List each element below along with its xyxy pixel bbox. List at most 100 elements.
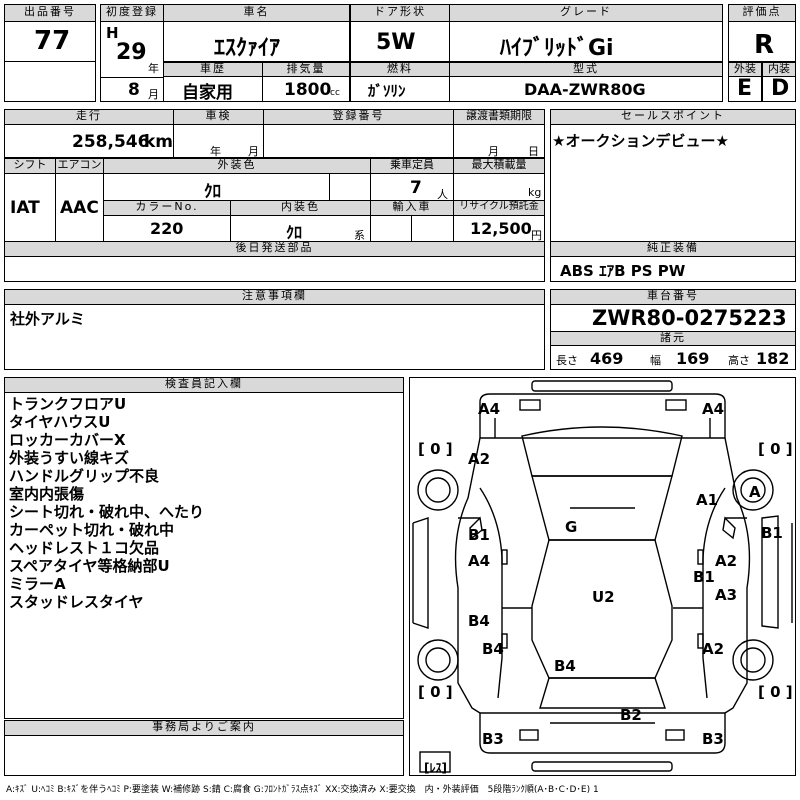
history-label: 車歴 bbox=[163, 62, 263, 77]
door-type: 5W bbox=[376, 30, 416, 55]
sales-point-label: セールスポイント bbox=[550, 109, 796, 125]
inspector-line: ロッカーカバーX bbox=[9, 431, 126, 449]
capacity-label: 乗車定員 bbox=[370, 158, 454, 174]
damage-mark: B3 bbox=[482, 730, 504, 748]
equipment-label: 純正装備 bbox=[550, 241, 796, 257]
car-name-label: 車名 bbox=[163, 4, 350, 22]
later-parts-cell bbox=[4, 256, 545, 282]
ac-label: エアコン bbox=[55, 158, 104, 174]
damage-mark: A bbox=[749, 483, 761, 501]
first-reg-label: 初度登録 bbox=[100, 4, 164, 22]
inspector-line: タイヤハウスU bbox=[9, 413, 111, 431]
inspector-line: カーペット切れ・破れ中 bbox=[9, 521, 175, 539]
first-reg-month: 8 bbox=[128, 80, 140, 100]
inspector-line: 室内内張傷 bbox=[9, 485, 85, 503]
exterior-score: E bbox=[737, 76, 753, 101]
inspector-line: ミラーA bbox=[9, 575, 66, 593]
recycle-fee: 12,500 bbox=[470, 219, 532, 238]
tire-front-right: [ 0 ] bbox=[758, 440, 793, 458]
lot-no-label: 出品番号 bbox=[4, 4, 96, 22]
capacity: 7 bbox=[410, 178, 422, 198]
car-diagram: [ 0 ] [ 0 ] [ 0 ] [ 0 ] [ﾚｽ] A4 A4 A2 A … bbox=[409, 377, 796, 776]
ac: AAC bbox=[60, 198, 99, 218]
transfer-label: 譲渡書類期限 bbox=[453, 109, 545, 125]
color-no: 220 bbox=[150, 219, 184, 238]
score-label: 評価点 bbox=[728, 4, 796, 22]
damage-mark: B2 bbox=[620, 706, 642, 724]
damage-mark: B1 bbox=[761, 524, 783, 542]
interior-label: 内装 bbox=[762, 62, 796, 77]
int-color: ｸﾛ bbox=[286, 223, 303, 242]
damage-mark: B4 bbox=[554, 657, 576, 675]
height: 182 bbox=[756, 349, 790, 368]
damage-mark: B4 bbox=[482, 640, 504, 658]
max-load-label: 最大積載量 bbox=[453, 158, 545, 174]
damage-mark: A1 bbox=[696, 491, 719, 509]
damage-mark: A2 bbox=[715, 552, 738, 570]
import-label: 輸入車 bbox=[370, 200, 454, 216]
color-no-label: カラーNo. bbox=[103, 200, 231, 216]
sales-point: ★オークションデビュー★ bbox=[552, 132, 729, 150]
damage-mark: B1 bbox=[693, 568, 715, 586]
damage-mark: A2 bbox=[468, 450, 491, 468]
chassis-label: 車台番号 bbox=[550, 289, 796, 305]
later-parts-label: 後日発送部品 bbox=[4, 241, 545, 257]
shift: IAT bbox=[10, 198, 40, 218]
inspector-line: 外装うすい線キズ bbox=[9, 449, 130, 467]
damage-mark: B3 bbox=[702, 730, 724, 748]
int-color-label: 内装色 bbox=[230, 200, 371, 216]
inspector-line: スタッドレスタイヤ bbox=[9, 593, 144, 611]
spare-tire-status: [ﾚｽ] bbox=[424, 761, 447, 775]
damage-mark: A4 bbox=[478, 400, 501, 418]
fuel-label: 燃料 bbox=[350, 62, 450, 77]
first-reg-year: 29 bbox=[116, 40, 147, 65]
damage-mark: A3 bbox=[715, 586, 738, 604]
damage-mark: B1 bbox=[468, 526, 490, 544]
legend: A:ｷｽﾞ U:ﾍｺﾐ B:ｷｽﾞを伴うﾍｺﾐ P:要塗装 W:補修跡 S:錆 … bbox=[6, 785, 599, 795]
damage-mark: U2 bbox=[592, 588, 615, 606]
damage-mark: B4 bbox=[468, 612, 490, 630]
grade: ﾊｲﾌﾞﾘｯﾄﾞGi bbox=[500, 36, 614, 61]
notes-text: 社外アルミ bbox=[10, 310, 85, 328]
recycle-label: リサイクル預託金 bbox=[453, 200, 545, 216]
width: 169 bbox=[676, 349, 710, 368]
inspector-line: ハンドルグリップ不良 bbox=[9, 467, 160, 485]
tire-rear-right: [ 0 ] bbox=[758, 683, 793, 701]
inspector-line: ヘッドレスト１コ欠品 bbox=[9, 539, 160, 557]
inspector-line: シート切れ・破れ中、へたり bbox=[9, 503, 205, 521]
inspector-line: トランクフロアU bbox=[9, 395, 127, 413]
ext-color: ｸﾛ bbox=[204, 182, 221, 202]
exterior-label: 外装 bbox=[728, 62, 762, 77]
office-label: 事務局よりご案内 bbox=[4, 720, 404, 736]
model-label: 型式 bbox=[449, 62, 723, 77]
tire-front-left: [ 0 ] bbox=[418, 440, 453, 458]
equipment: ABS ｴｱB PS PW bbox=[560, 262, 686, 280]
shift-label: シフト bbox=[4, 158, 56, 174]
fuel: ｶﾞｿﾘﾝ bbox=[368, 82, 406, 100]
chassis-number: ZWR80-0275223 bbox=[592, 306, 787, 330]
notes-label: 注意事項欄 bbox=[4, 289, 545, 305]
score: R bbox=[754, 30, 775, 60]
damage-mark: A4 bbox=[468, 552, 491, 570]
damage-mark: A4 bbox=[702, 400, 725, 418]
length: 469 bbox=[590, 349, 624, 368]
mileage-label: 走行 bbox=[4, 109, 174, 125]
specs-label: 諸元 bbox=[550, 331, 796, 346]
ext-color-label: 外装色 bbox=[103, 158, 371, 174]
inspector-label: 検査員記入欄 bbox=[4, 377, 404, 393]
damage-mark: G bbox=[565, 518, 578, 536]
displacement-label: 排気量 bbox=[262, 62, 350, 77]
interior-score: D bbox=[771, 76, 790, 101]
inspector-line: スペアタイヤ等格納部U bbox=[9, 557, 170, 575]
history: 自家用 bbox=[182, 83, 233, 103]
grade-label: グレード bbox=[449, 4, 723, 22]
mileage: 258,546 bbox=[72, 132, 150, 152]
displacement: 1800 bbox=[284, 80, 332, 100]
car-outline bbox=[412, 380, 793, 773]
inspector-notes: トランクフロアU タイヤハウスU ロッカーカバーX 外装うすい線キズ ハンドルグ… bbox=[4, 392, 404, 719]
reg-no-label: 登録番号 bbox=[263, 109, 454, 125]
era: H bbox=[106, 24, 119, 42]
damage-mark: A2 bbox=[702, 640, 725, 658]
door-label: ドア形状 bbox=[350, 4, 450, 22]
lot-no: 77 bbox=[34, 26, 71, 56]
